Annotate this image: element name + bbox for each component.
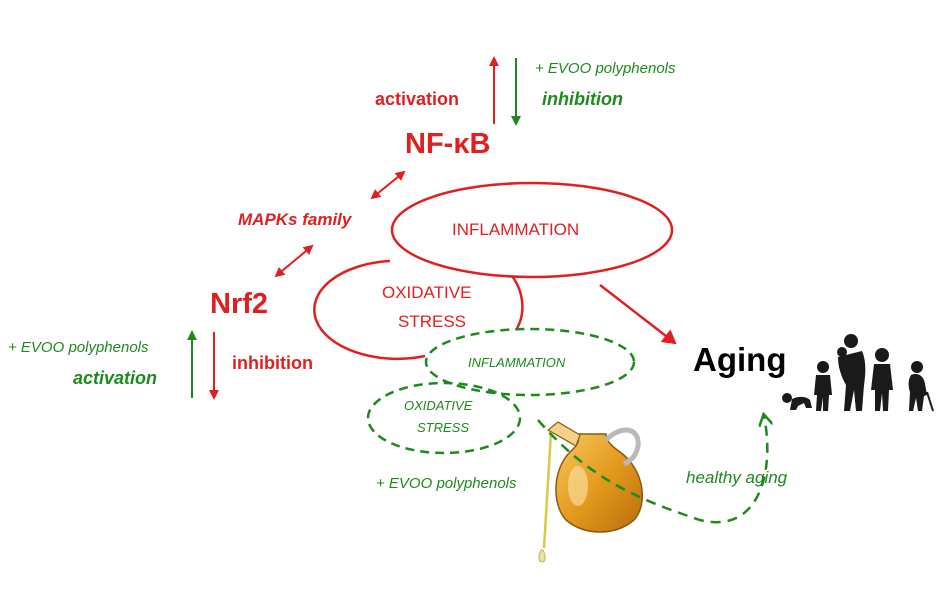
oxidative-stress-red-right	[510, 275, 524, 331]
inflammation-green-label: INFLAMMATION	[468, 355, 566, 370]
healthy-aging-path	[537, 416, 767, 524]
nfkb-mapks-arrow	[370, 170, 406, 200]
oxidative-stress-green-ellipse	[366, 381, 522, 455]
nrf2-inhibition-label: inhibition	[232, 353, 313, 373]
mapks-family-label: MAPKs family	[238, 210, 352, 229]
inflammation-to-aging-arrow	[599, 284, 677, 345]
oxidative-red-label-1: OXIDATIVE	[382, 283, 472, 302]
nfkb-inhibition-label: inhibition	[542, 89, 623, 109]
nfkb-activation-label: activation	[375, 89, 460, 109]
aging-node: Aging	[693, 341, 787, 378]
oxidative-stress-red-shape	[313, 259, 426, 361]
oxidative-green-label-1: OXIDATIVE	[404, 398, 473, 413]
nrf2-node: Nrf2	[210, 288, 269, 320]
inflammation-red-label: INFLAMMATION	[452, 220, 580, 239]
nrf2-activation-label: activation	[73, 368, 158, 388]
oxidative-green-label-2: STRESS	[417, 420, 470, 435]
nfkb-evoo-label: + EVOO polyphenols	[535, 60, 676, 77]
oxidative-red-label-2: STRESS	[398, 312, 467, 331]
nfkb-node: NF-κB	[405, 128, 491, 160]
human-aging-silhouettes-icon	[782, 334, 934, 412]
inflammation-red-ellipse	[390, 181, 674, 279]
mapks-nrf2-arrow	[274, 244, 314, 278]
bottom-evoo-label: + EVOO polyphenols	[376, 475, 517, 492]
inflammation-green-ellipse	[424, 327, 636, 397]
oil-jug-icon	[538, 421, 644, 563]
healthy-aging-label: healthy aging	[686, 468, 788, 487]
nrf2-evoo-label: + EVOO polyphenols	[8, 339, 149, 356]
